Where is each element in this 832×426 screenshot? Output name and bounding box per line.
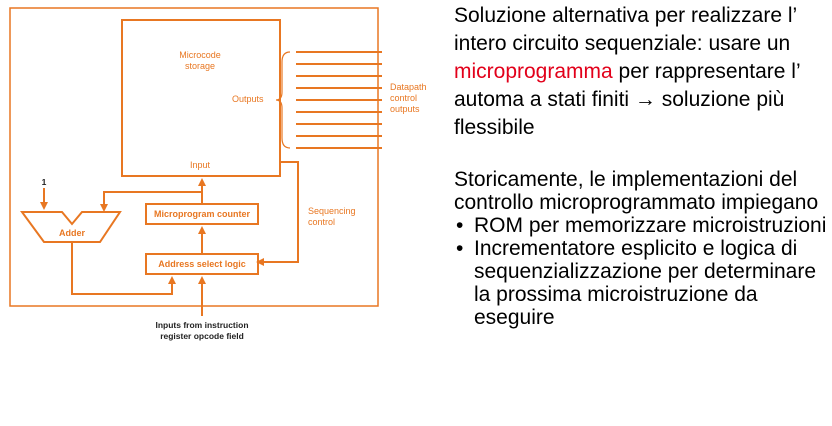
intro-part-2: per rappresentare l’ automa a stati fini… — [454, 60, 800, 139]
bullet-item-rom: • ROM per memorizzare microistruzioni — [454, 214, 832, 237]
output-lines — [296, 51, 382, 149]
adder-label: Adder — [59, 228, 86, 238]
microcode-storage-label-2: storage — [185, 61, 215, 71]
outputs-label: Outputs — [232, 94, 264, 104]
slide-text: Soluzione alternativa per realizzare l’ … — [454, 2, 832, 329]
bullet-item-incrementer: • Incrementatore esplicito e logica di se… — [454, 237, 832, 329]
outer-frame — [9, 7, 379, 307]
datapath-label-2: control — [390, 93, 417, 103]
datapath-label-1: Datapath — [390, 82, 427, 92]
mpc-to-adder-path — [100, 191, 202, 212]
microprogrammed-control-diagram: Microcode storage Outputs Datapath contr… — [9, 7, 427, 341]
inputs-from-label-2: register opcode field — [160, 331, 244, 341]
sequencing-label-1: Sequencing — [308, 206, 356, 216]
inputs-from-label-1: Inputs from instruction — [155, 320, 248, 330]
microprogramma-highlight: microprogramma — [454, 60, 613, 83]
bullet-text: ROM per memorizzare microistruzioni — [474, 214, 827, 237]
sequencing-label-2: control — [308, 217, 335, 227]
input-label: Input — [190, 160, 211, 170]
intro-paragraph: Soluzione alternativa per realizzare l’ … — [454, 2, 832, 142]
adder-to-asl-path — [71, 242, 176, 295]
history-paragraph: Storicamente, le implementazioni del con… — [454, 168, 819, 214]
microcode-storage-label-1: Microcode — [179, 50, 221, 60]
outputs-brace — [275, 51, 291, 149]
constant-one-label: 1 — [42, 177, 47, 187]
microprogram-counter-label: Microprogram counter — [154, 209, 251, 219]
bullet-text: Incrementatore esplicito e logica di seq… — [474, 237, 817, 329]
sequencing-control-path — [256, 161, 299, 266]
bullet-dot: • — [456, 237, 464, 260]
bullet-dot: • — [456, 214, 464, 237]
adder-shape — [20, 211, 122, 243]
datapath-label-3: outputs — [390, 104, 420, 114]
address-select-label: Address select logic — [158, 259, 246, 269]
bullet-list: • ROM per memorizzare microistruzioni • In… — [454, 214, 832, 329]
intro-part-1: Soluzione alternativa per realizzare l’ … — [454, 4, 797, 55]
